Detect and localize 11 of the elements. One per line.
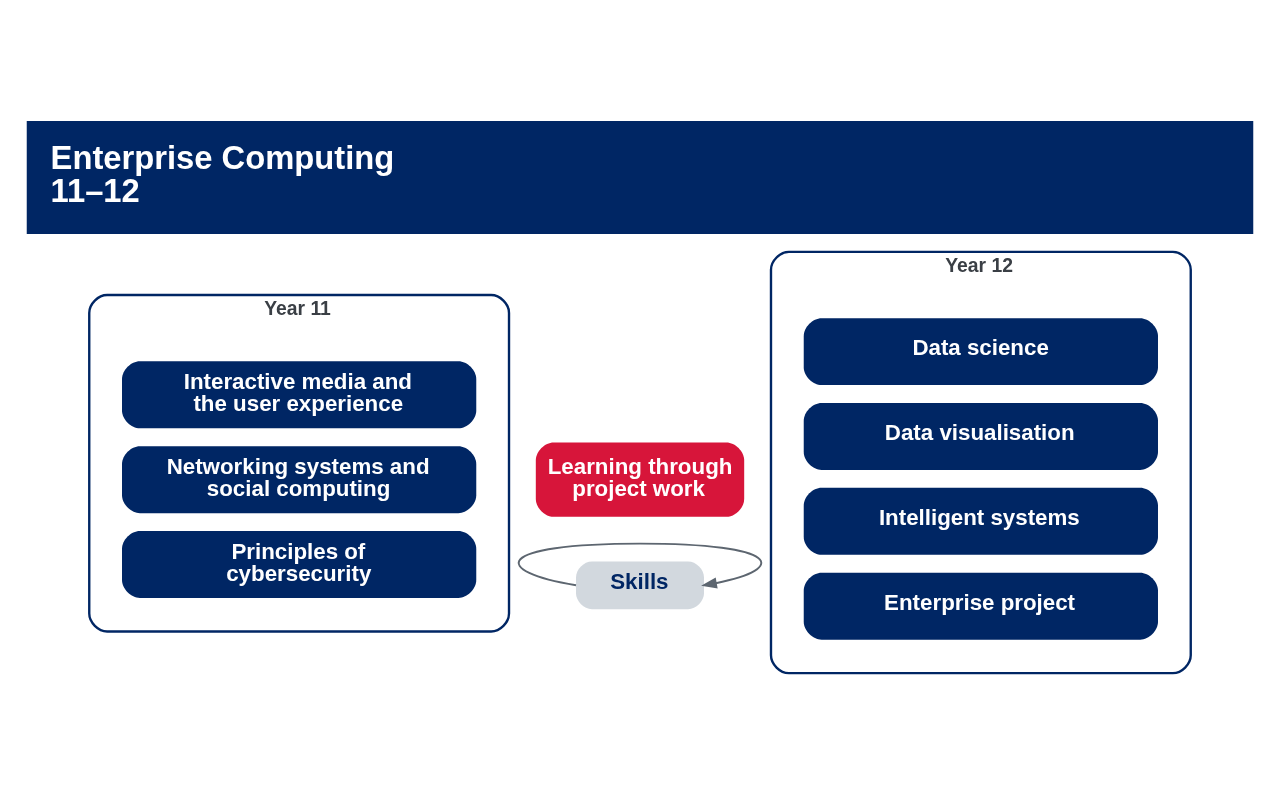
arrow: [517, 542, 763, 589]
node-box: Interactive media and the user experience: [122, 361, 477, 429]
diagram-title: Enterprise Computing 11–12: [50, 139, 395, 210]
node-box: Networking systems and social computing: [122, 446, 477, 514]
node-box: Learning through project work: [535, 442, 745, 517]
node-box: Skills: [576, 561, 704, 610]
node-box: Principles of cybersecurity: [122, 531, 477, 598]
node-box: Data science: [803, 318, 1158, 386]
node-box: Intelligent systems: [803, 487, 1158, 555]
node-box: Data visualisation: [803, 403, 1158, 470]
node-box: Enterprise project: [803, 572, 1158, 640]
